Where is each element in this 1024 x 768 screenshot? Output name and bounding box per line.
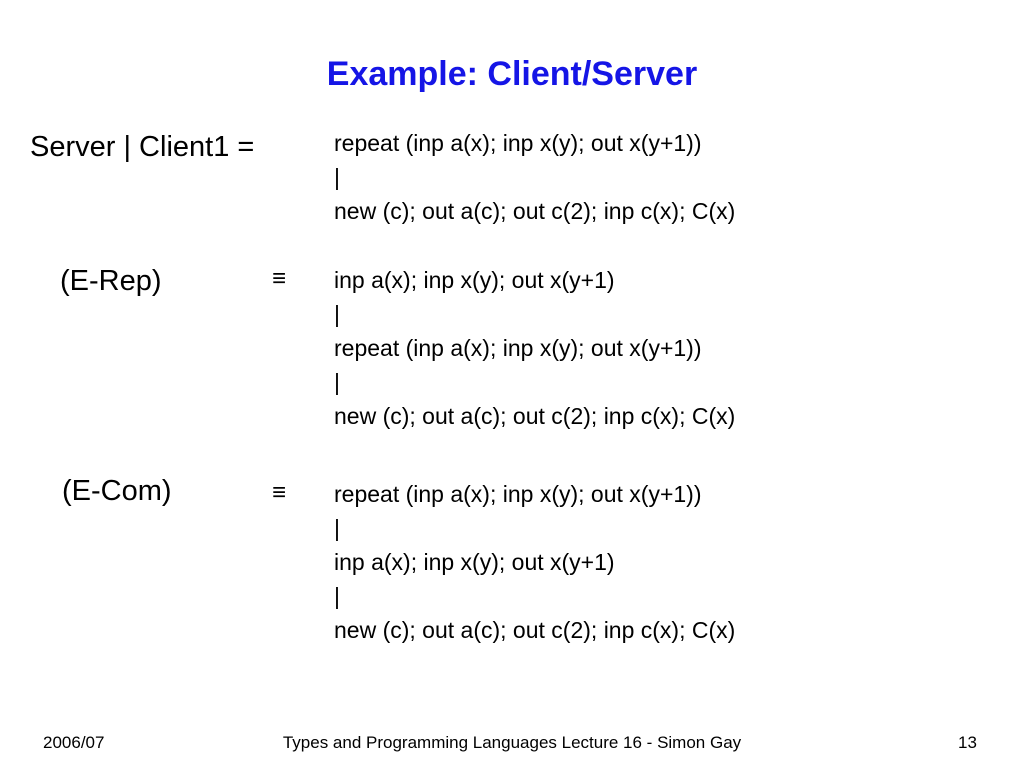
code-line: repeat (inp a(x); inp x(y); out x(y+1)) [334,481,702,507]
block-2-lines: inp a(x); inp x(y); out x(y+1) | repeat … [334,263,735,433]
code-line: new (c); out a(c); out c(2); inp c(x); C… [334,403,736,429]
code-line: inp a(x); inp x(y); out x(y+1) [334,549,615,575]
code-line: | [334,301,340,327]
equivalence-symbol: ≡ [272,265,287,292]
e-rep-label: (E-Rep) [60,265,162,297]
footer-page-number: 13 [958,733,977,752]
slide-title: Example: Client/Server [326,55,698,93]
block-3-lines: repeat (inp a(x); inp x(y); out x(y+1)) … [334,477,735,647]
code-line: repeat (inp a(x); inp x(y); out x(y+1)) [334,130,702,156]
code-line: new (c); out a(c); out c(2); inp c(x); C… [334,617,736,643]
code-line: | [334,583,340,609]
code-line: | [334,515,340,541]
footer-date: 2006/07 [43,733,105,752]
block-1-lines: repeat (inp a(x); inp x(y); out x(y+1)) … [334,126,735,228]
code-line: repeat (inp a(x); inp x(y); out x(y+1)) [334,335,702,361]
code-line: new (c); out a(c); out c(2); inp c(x); C… [334,198,736,224]
equivalence-symbol: ≡ [272,479,287,506]
code-line: | [334,369,340,395]
footer-course: Types and Programming Languages Lecture … [282,733,742,752]
code-line: inp a(x); inp x(y); out x(y+1) [334,267,615,293]
server-client-label: Server | Client1 = [30,131,255,163]
code-line: | [334,164,340,190]
e-com-label: (E-Com) [62,475,172,507]
